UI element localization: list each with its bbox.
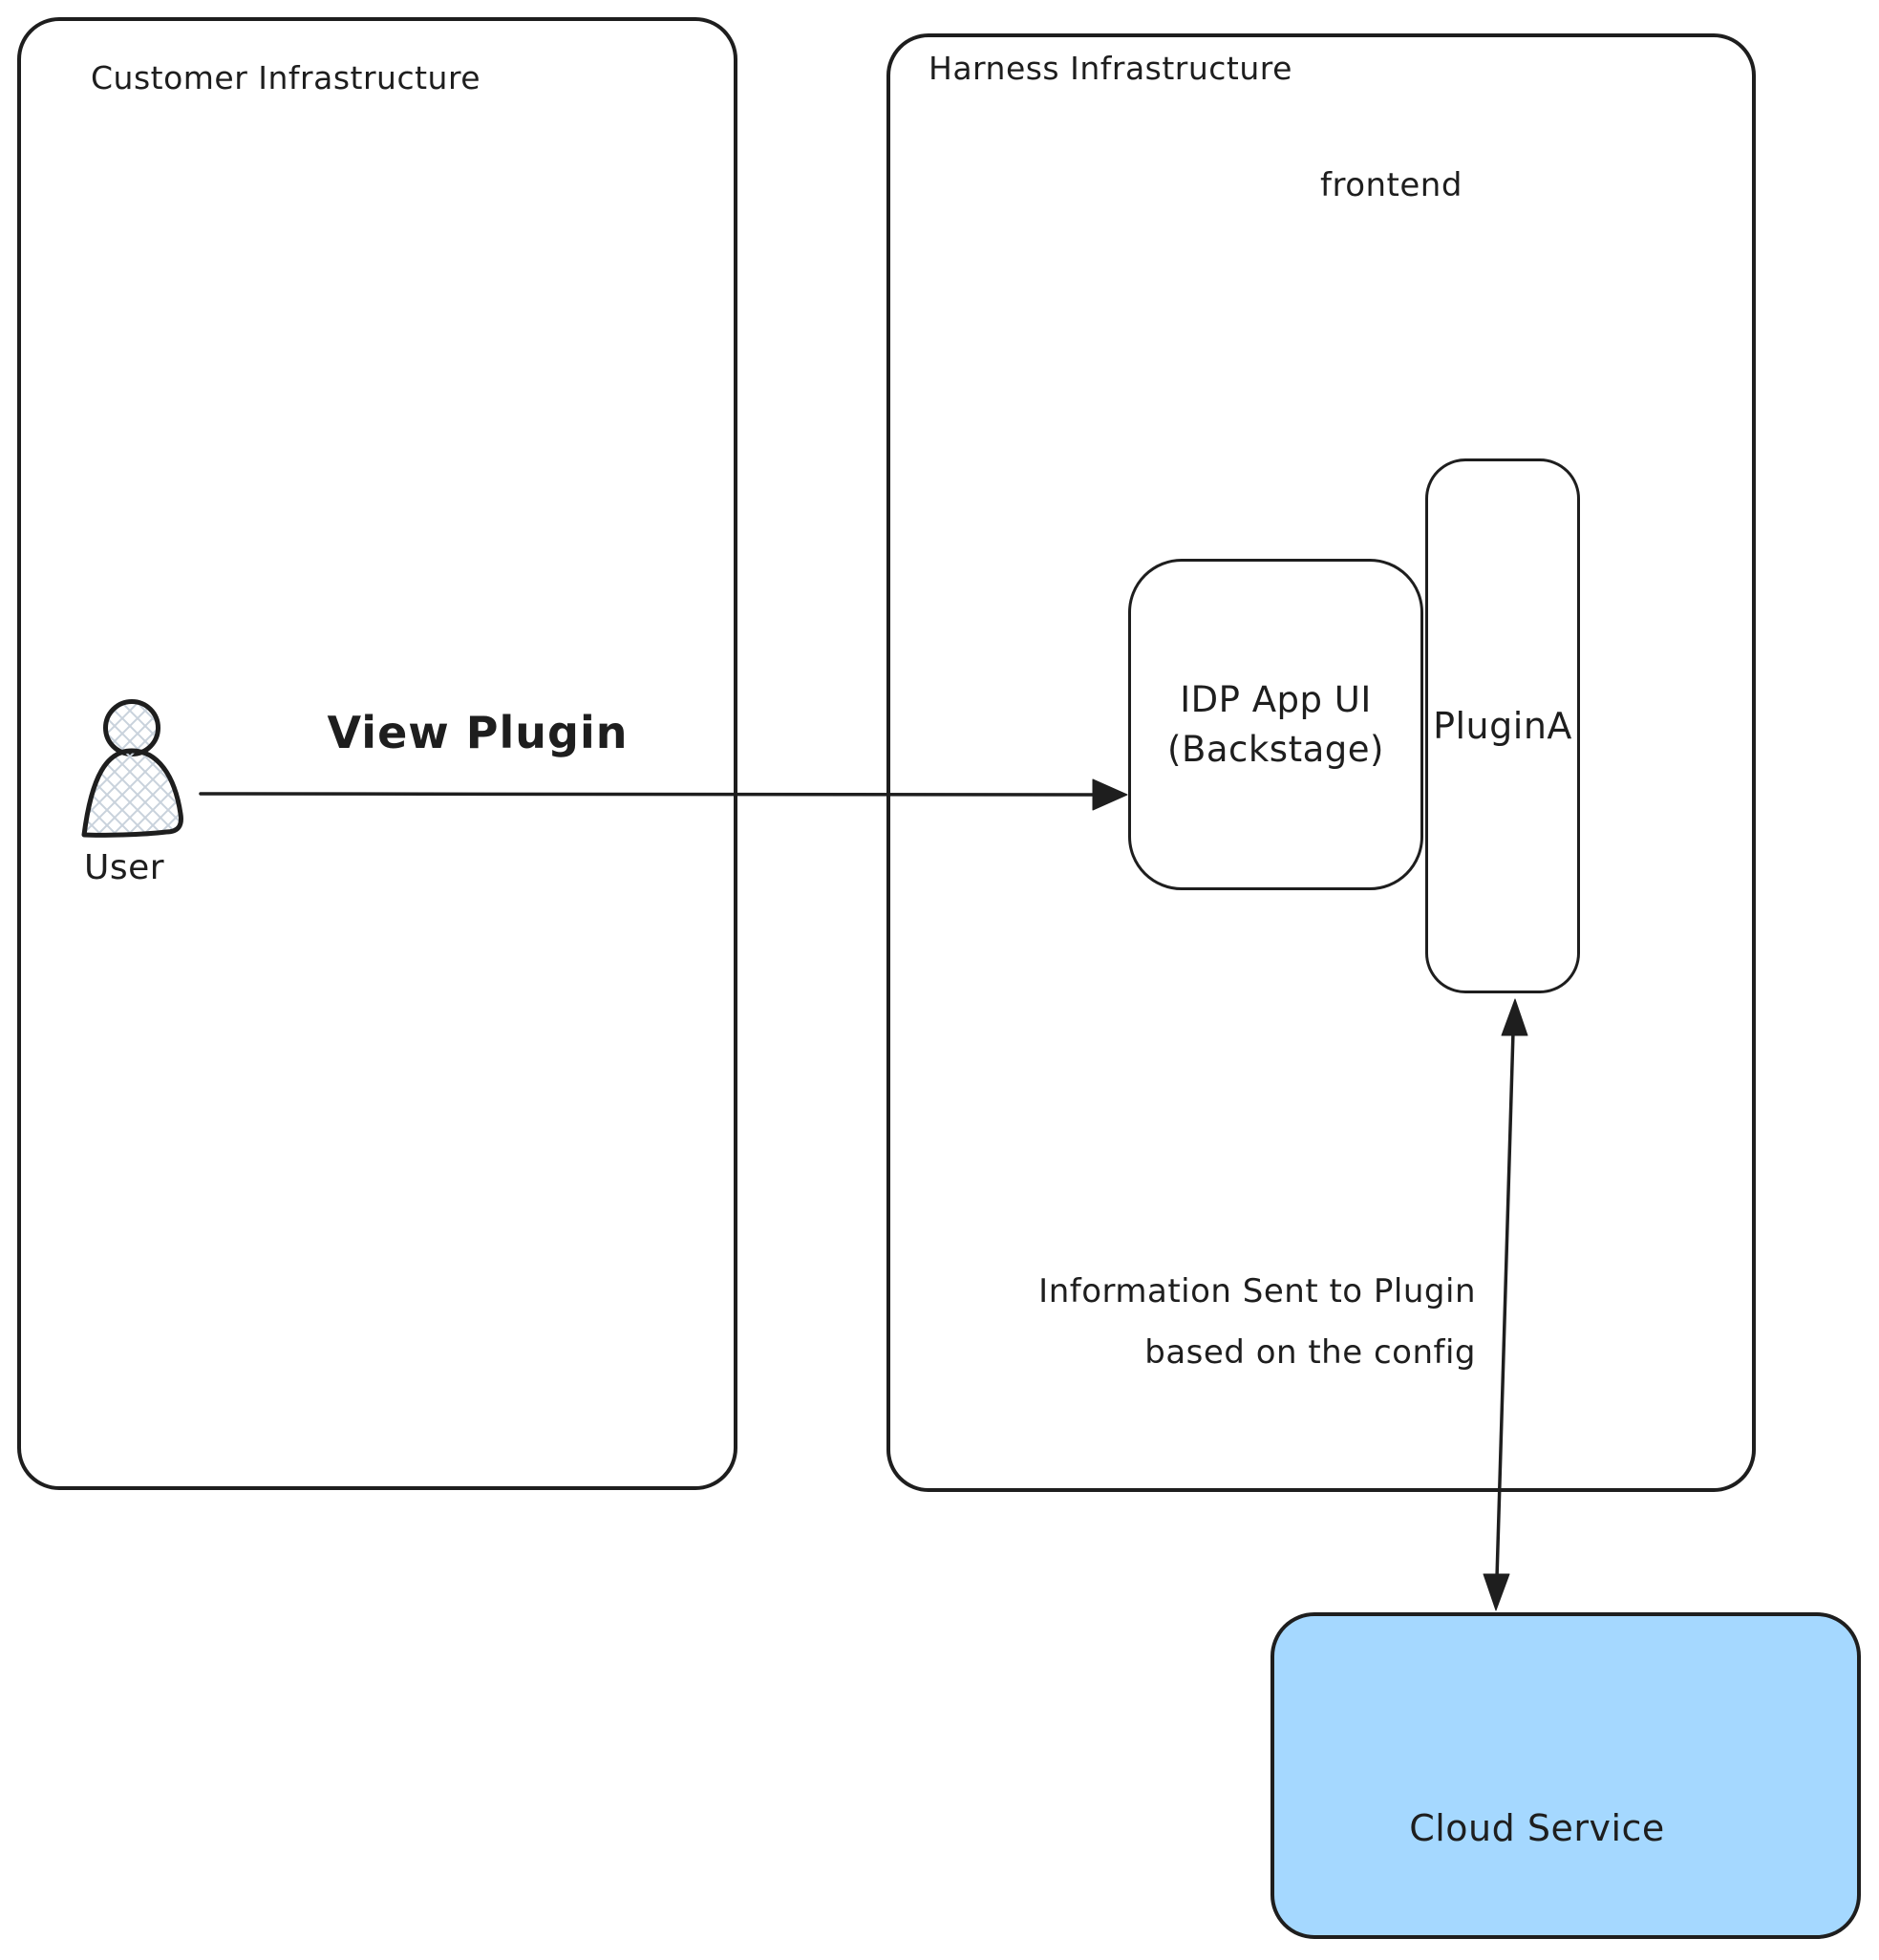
info-sent-arrow-label-line1: Information Sent to Plugin	[1038, 1272, 1476, 1310]
plugin-a-label: PluginA	[1433, 705, 1572, 747]
info-sent-arrow-label-line2: based on the config	[1144, 1333, 1476, 1372]
user-label: User	[84, 848, 165, 887]
cloud-service-label: Cloud Service	[1409, 1807, 1665, 1849]
harness-infrastructure-title: Harness Infrastructure	[929, 50, 1292, 87]
frontend-label: frontend	[1320, 166, 1463, 204]
idp-node-label-line2: (Backstage)	[1167, 728, 1384, 770]
view-plugin-arrow-label: View Plugin	[327, 707, 629, 758]
customer-infrastructure-title: Customer Infrastructure	[91, 59, 481, 96]
harness-infrastructure-box	[886, 33, 1756, 1492]
plugin-a-node: PluginA	[1425, 458, 1580, 993]
info-sent-arrow-label: Information Sent to Plugin based on the …	[955, 1261, 1476, 1383]
idp-app-ui-node: IDP App UI (Backstage)	[1128, 559, 1423, 890]
cloud-service-node: Cloud Service	[1270, 1612, 1861, 1939]
idp-node-label-line1: IDP App UI	[1180, 678, 1372, 720]
customer-infrastructure-box	[17, 17, 737, 1490]
